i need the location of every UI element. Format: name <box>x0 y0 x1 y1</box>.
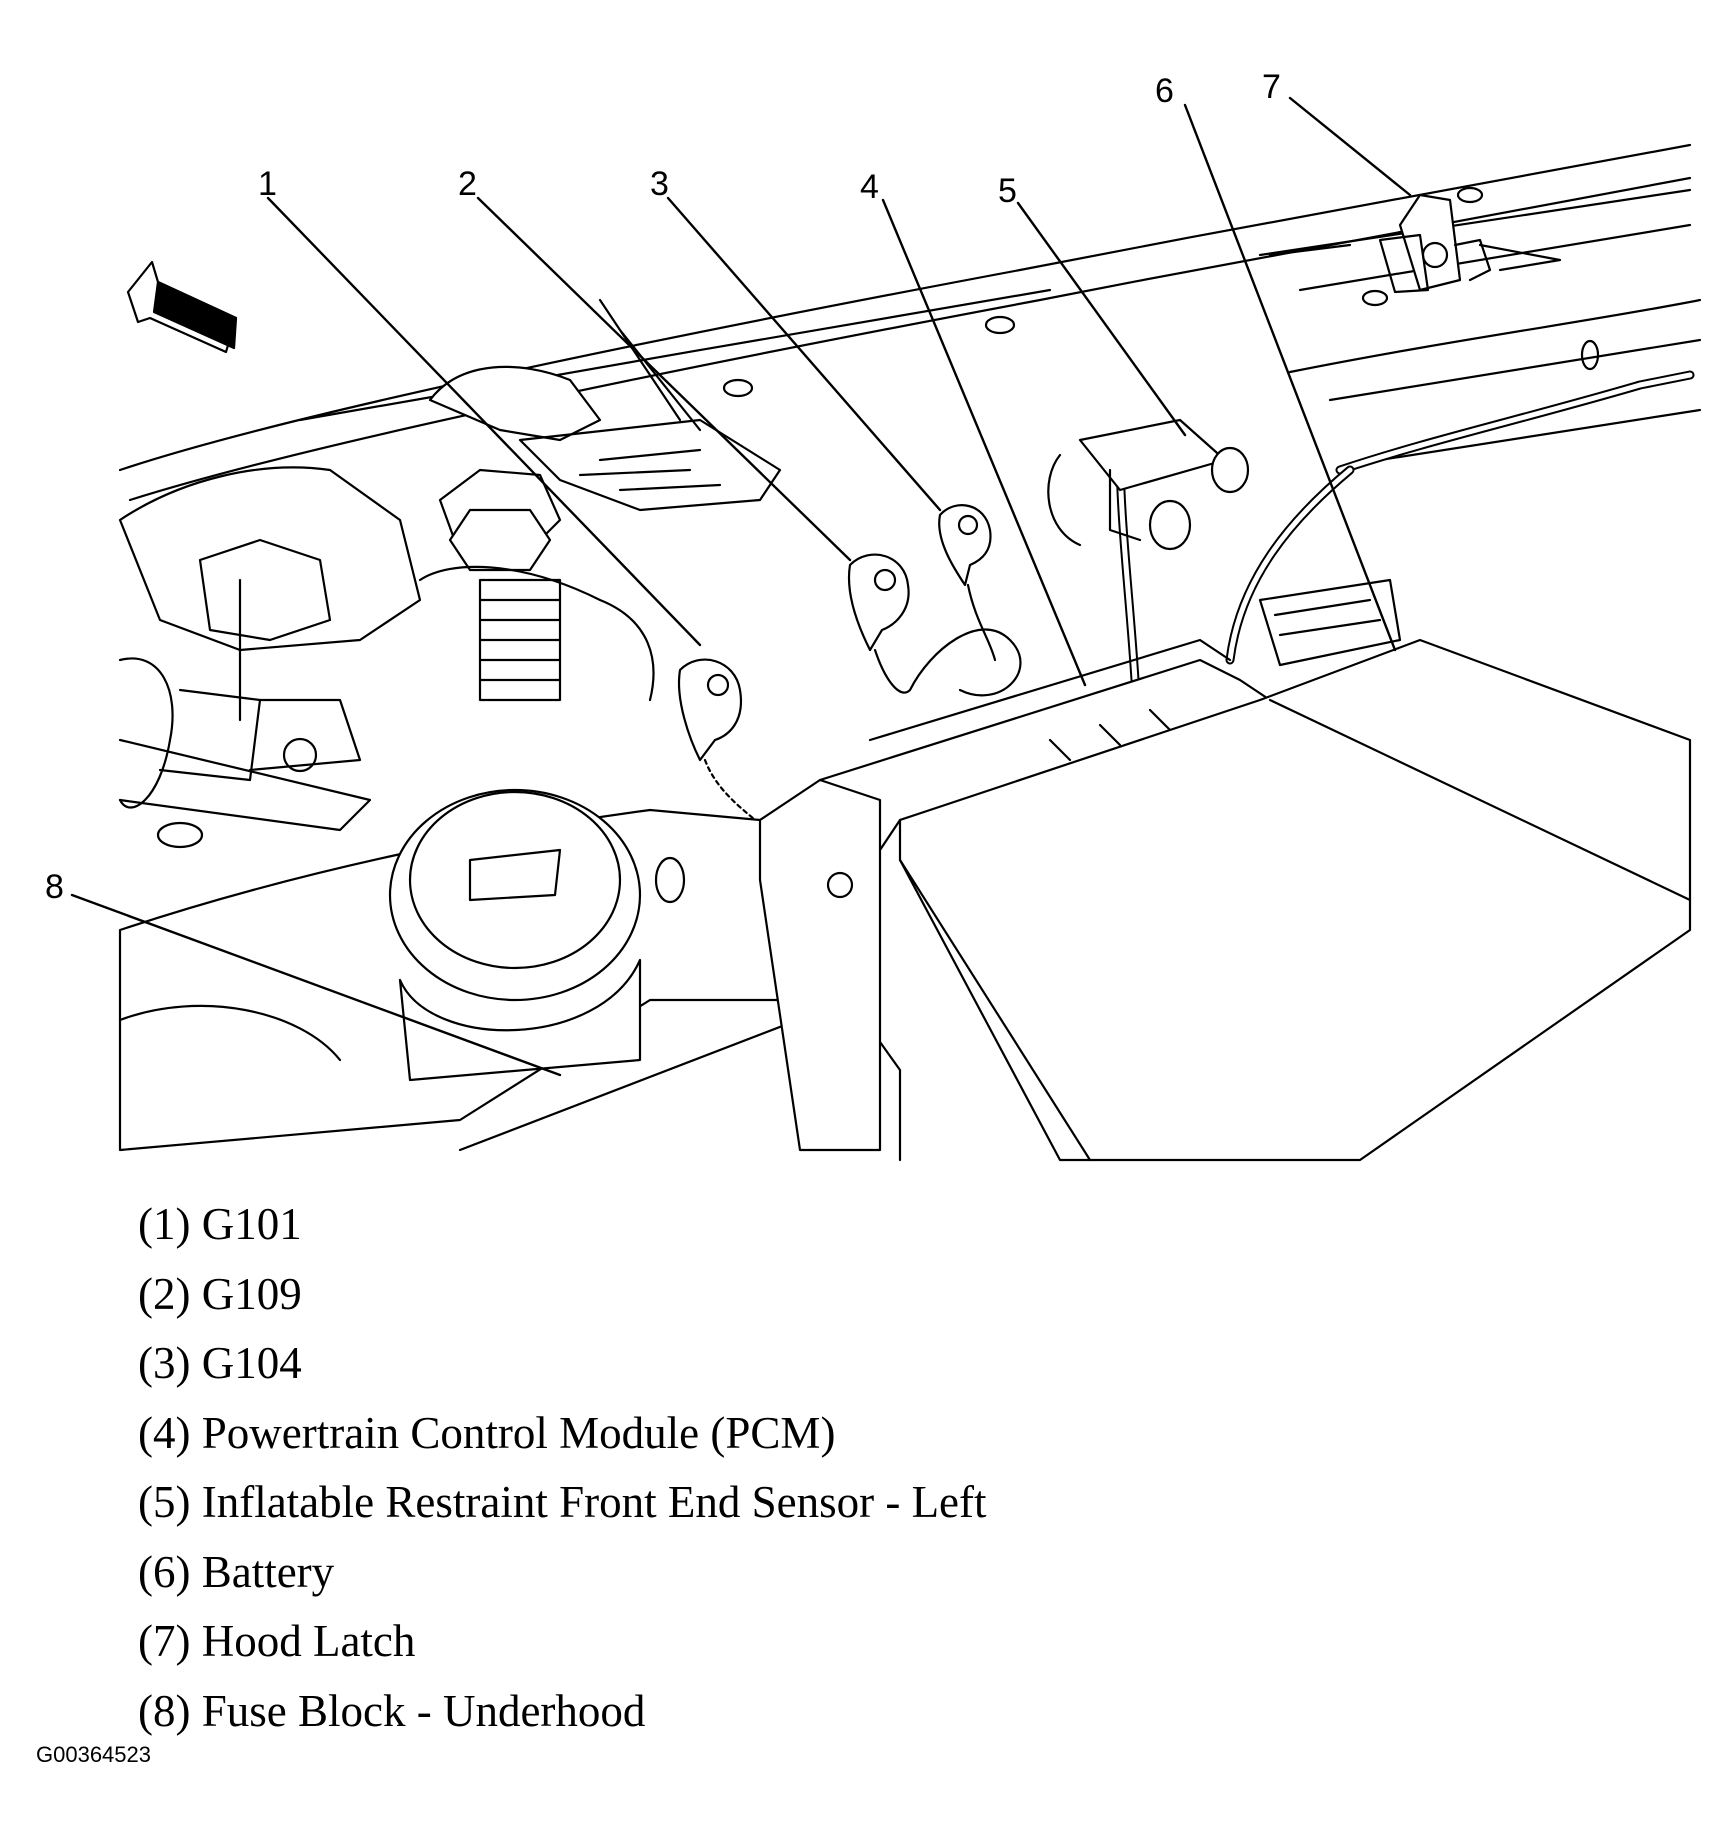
leader-line-8 <box>70 893 562 1077</box>
callout-number-2: 2 <box>458 165 477 203</box>
legend-item-7: (7) Hood Latch <box>138 1616 416 1666</box>
wiring-harness <box>1115 370 1695 685</box>
leader-line-6 <box>1183 103 1397 652</box>
leader-line-1 <box>266 196 702 647</box>
upper-mount-bolt <box>418 468 655 702</box>
pcm-bracket <box>758 638 1272 1152</box>
leader-lines <box>70 96 1412 1077</box>
hood-latch <box>1268 193 1562 294</box>
figure-id: G00364523 <box>36 1742 151 1767</box>
legend-item-2: (2) G109 <box>138 1268 302 1319</box>
front-end-sensor <box>1047 418 1250 551</box>
callout-number-4: 4 <box>860 168 879 206</box>
callout-numbers: 1 2 3 4 5 6 7 8 <box>45 68 1281 906</box>
ground-stud-g109 <box>847 553 1022 697</box>
callout-number-1: 1 <box>258 165 277 203</box>
engine-compartment-illustration: 1 2 3 4 5 6 7 8 <box>45 68 1702 1162</box>
strut-tower-assembly <box>118 466 422 832</box>
legend-item-3: (3) G104 <box>138 1338 302 1388</box>
legend-item-6: (6) Battery <box>138 1546 335 1597</box>
callout-number-7: 7 <box>1262 68 1281 106</box>
callout-number-3: 3 <box>650 165 669 203</box>
legend-item-8: (8) Fuse Block - Underhood <box>138 1685 646 1736</box>
callout-number-6: 6 <box>1155 72 1174 110</box>
legend-item-4: (4) Powertrain Control Module (PCM) <box>138 1407 836 1458</box>
callout-number-5: 5 <box>998 172 1017 210</box>
legend-item-5: (5) Inflatable Restraint Front End Senso… <box>138 1477 987 1527</box>
leader-line-3 <box>666 196 942 512</box>
forward-arrow-icon <box>126 260 238 354</box>
leader-line-4 <box>881 198 1087 687</box>
ground-stud-g104 <box>938 504 997 662</box>
leader-line-5 <box>1016 201 1187 437</box>
callout-legend: (1) G101 (2) G109 (3) G104 (4) Powertrai… <box>138 1190 987 1746</box>
battery <box>898 578 1692 1162</box>
radiator-support-panel <box>118 143 1702 502</box>
callout-number-8: 8 <box>45 868 64 906</box>
fuse-block-underhood <box>118 788 902 1162</box>
leader-line-2 <box>476 196 852 562</box>
leader-line-7 <box>1288 96 1412 197</box>
legend-item-1: (1) G101 <box>138 1199 302 1249</box>
